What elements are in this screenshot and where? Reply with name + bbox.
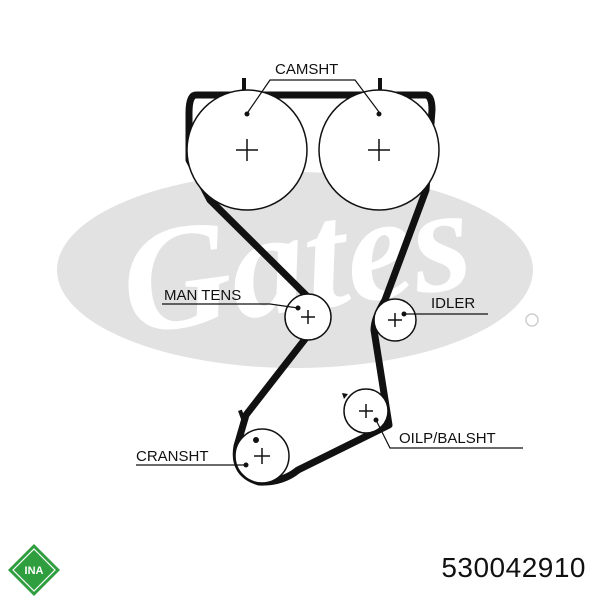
timing-mark-left-cam bbox=[242, 78, 246, 90]
timing-mark-crank bbox=[238, 409, 246, 423]
camshaft-pulley-left bbox=[186, 89, 308, 211]
crankshaft-pulley bbox=[234, 428, 290, 484]
label-crankshaft: CRANSHT bbox=[136, 448, 209, 465]
ina-logo-text: INA bbox=[25, 565, 44, 577]
leader-lines bbox=[136, 79, 523, 466]
manual-tensioner-pulley bbox=[284, 293, 332, 341]
oil-pump-balance-shaft-pulley bbox=[342, 388, 389, 434]
label-idler: IDLER bbox=[431, 295, 475, 312]
camshaft-pulley-right bbox=[318, 89, 440, 211]
part-number: 530042910 bbox=[441, 552, 586, 583]
idler-pulley bbox=[373, 298, 417, 342]
label-oil-pump-balance-shaft: OILP/BALSHT bbox=[399, 430, 496, 447]
timing-mark-right-cam bbox=[378, 78, 382, 90]
label-manual-tensioner: MAN TENS bbox=[164, 287, 241, 304]
ina-logo: INA bbox=[8, 544, 60, 596]
label-camshaft: CAMSHT bbox=[275, 61, 338, 78]
